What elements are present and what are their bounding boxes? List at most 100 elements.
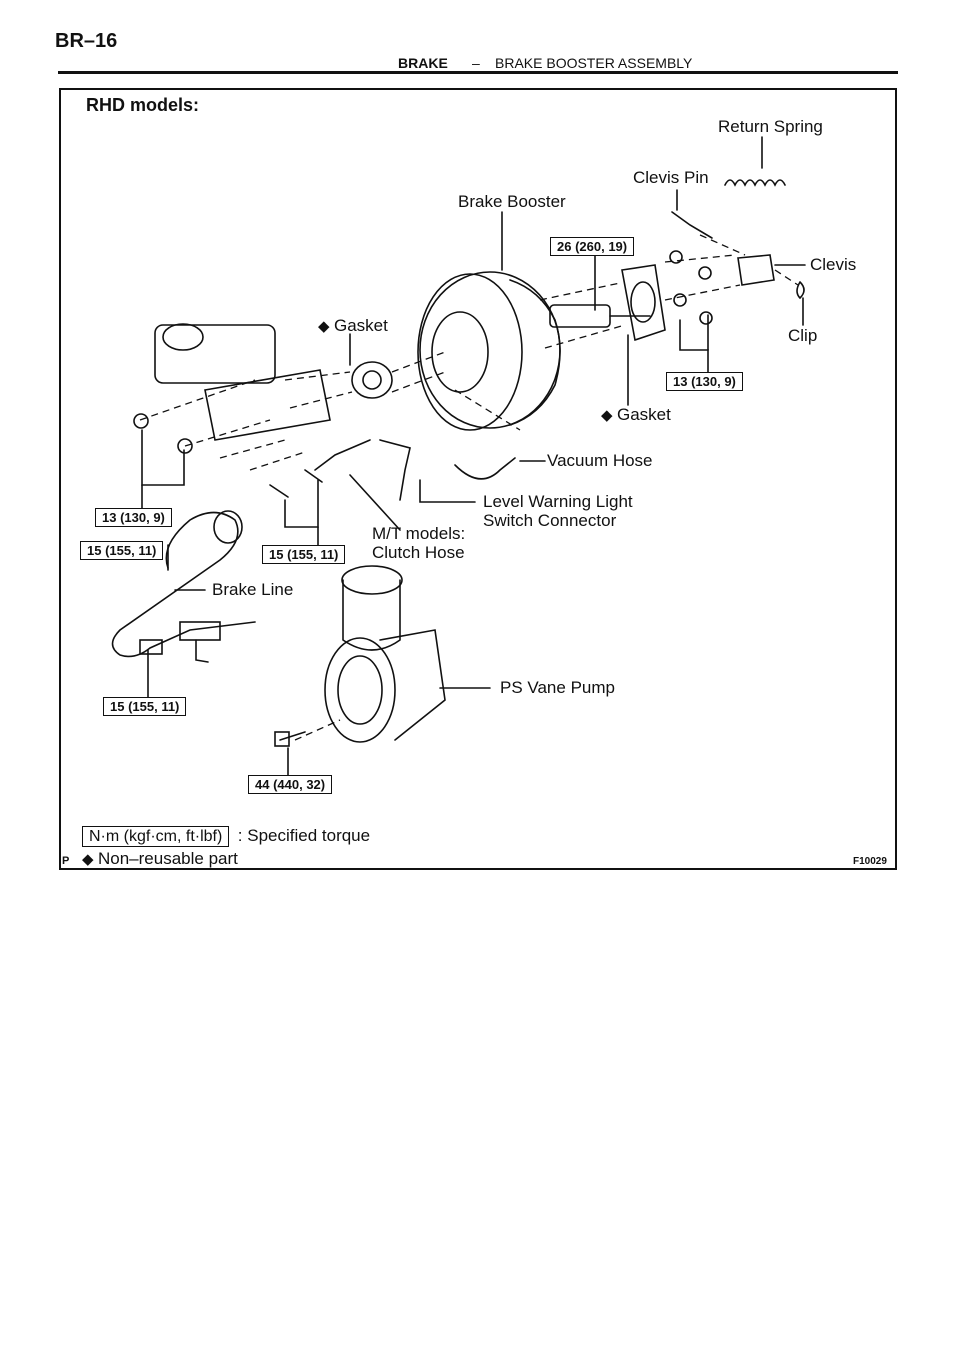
torque-booster-nut: 26 (260, 19) [550,237,635,256]
clutch-hose [314,439,371,471]
brake-line-clamp [179,621,221,641]
dash-booster-a [391,351,446,373]
torque-pump-bolt: 44 (440, 32) [248,775,333,794]
legend-torque: N·m (kgf·cm, ft·lbf) : Specified torque [82,826,371,847]
clevis-pin-nut [669,250,683,264]
section-title: BRAKE [398,55,448,71]
pushrod-housing [549,304,611,328]
mt-leader [349,474,401,531]
label-ps-vane-pump: PS Vane Pump [500,678,615,697]
booster-gasket [621,264,666,342]
brake-line [111,511,256,658]
clip [796,281,805,300]
pump-reservoir-cap [341,565,403,595]
booster-face [431,311,489,393]
dash-mc-b [184,419,271,447]
dash-clip [774,269,799,286]
dash-union-b [249,451,306,471]
booster-shell-front [417,273,523,431]
model-title: RHD models: [86,95,200,115]
dash-gasket-b [289,391,353,409]
clevis-pin [671,211,713,239]
legend-non-reusable: ◆ Non–reusable part [82,849,238,869]
legend-torque-unit: N·m (kgf·cm, ft·lbf) [82,826,230,847]
level-warning-connector [379,439,411,501]
union-bolt-a [269,484,289,498]
non-reusable-icon: ◆ [82,851,94,868]
dash-booster-b [391,371,446,393]
label-vacuum-hose: Vacuum Hose [547,451,653,470]
label-clutch-hose: Clutch Hose [372,543,465,562]
dash-rg-a [539,282,621,301]
booster-shell-rear [419,271,561,429]
union-bolt-b [304,469,323,483]
pump-pulley-inner [337,655,383,725]
dash-union-a [219,439,286,459]
section-separator: – [472,55,480,71]
clevis-nut-b [673,293,687,307]
dash-clevis-b [664,284,741,301]
brake-line-bend [213,510,243,544]
dash-vacuum [454,389,521,431]
label-brake-line: Brake Line [212,580,294,599]
legend-non-reusable-text: Non–reusable part [98,849,238,868]
dash-clevis-a [664,254,736,263]
non-reusable-icon: ◆ [601,407,613,424]
dash-mc-a [139,379,256,421]
mc-gasket [351,361,393,399]
label-level-warning-2: Switch Connector [483,511,617,530]
brake-line-bracket [195,639,209,663]
level-warning-leader [419,479,476,503]
clevis-nut-a [698,266,712,280]
header-rule [58,71,898,74]
brake-line-flare-nut [139,639,163,655]
mc-reservoir-cap [162,323,204,351]
clevis-nut-c [699,311,713,325]
label-level-warning-1: Level Warning Light [483,492,633,511]
mc-body [204,369,331,441]
mc-reservoir [154,324,276,384]
label-gasket-left: Gasket [334,316,388,335]
pump-bolt-head [274,731,290,747]
return-spring [724,179,786,187]
torque-brake-line-bottom: 15 (155, 11) [103,697,187,716]
label-clevis: Clevis [810,255,857,274]
torque-clutch-union: 15 (155, 11) [262,545,346,564]
page-number: BR–16 [55,30,118,52]
dash-gasket-a [284,371,351,381]
torque-brake-line-top: 15 (155, 11) [80,541,164,560]
pump-reservoir [342,579,401,651]
mc-gasket-hole [362,370,382,390]
mc-nut-a [133,413,149,429]
label-return-spring: Return Spring [718,117,823,136]
booster-rim [509,279,561,426]
label-mt-models: M/T models: [372,524,466,543]
torque-mc-nut: 13 (130, 9) [95,508,172,527]
dash-pin [699,234,746,256]
mc-nut-b [177,438,193,454]
label-gasket-right: Gasket [617,405,671,424]
vacuum-hose [454,457,516,480]
label-brake-booster: Brake Booster [458,192,566,211]
mc-nut-leader [141,429,185,486]
label-clevis-pin: Clevis Pin [633,168,709,187]
dash-rg-b [544,324,626,349]
figure-id: F10029 [853,856,887,867]
booster-gasket-hole [630,281,656,323]
pump-body [379,629,446,741]
diagram-frame [59,88,897,870]
p-mark: P [62,855,70,867]
subsection-title: BRAKE BOOSTER ASSEMBLY [495,55,693,71]
pump-bolt [279,731,306,741]
clevis-nut-leader [679,319,709,373]
dash-pump-bolt [294,719,341,741]
clevis-body [737,254,775,286]
pump-pulley [324,637,396,743]
torque-clevis-nut: 13 (130, 9) [666,372,743,391]
label-clip: Clip [788,326,818,345]
legend-torque-desc: : Specified torque [237,826,371,845]
non-reusable-icon: ◆ [318,318,330,335]
clutch-union-leader [284,479,319,528]
gasket-left-callout: ◆ Gasket [318,316,388,336]
